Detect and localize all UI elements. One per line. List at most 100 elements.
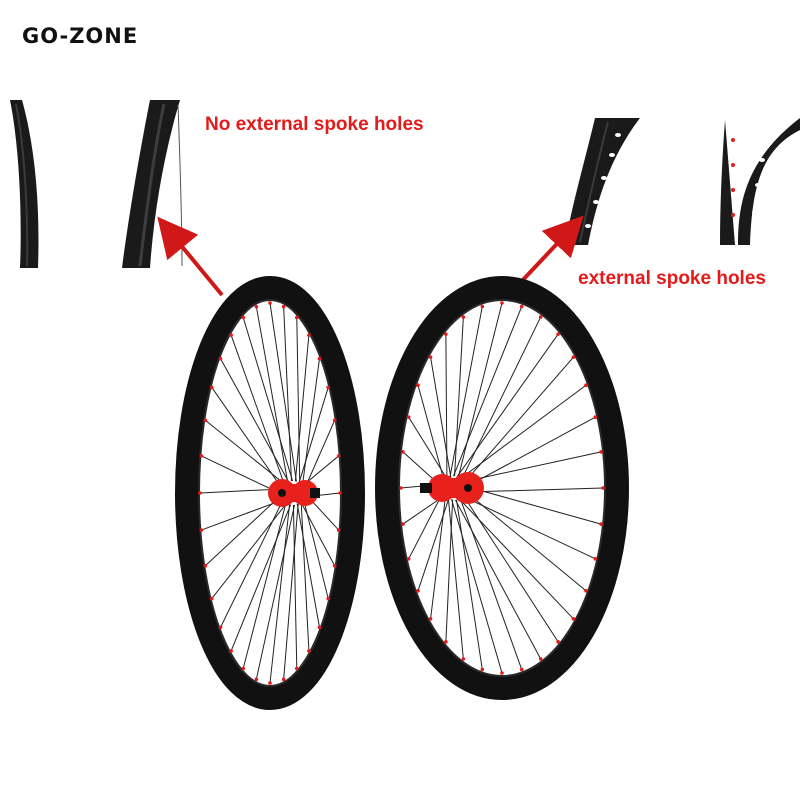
- spoke: [269, 302, 297, 482]
- spoke-nipple: [406, 556, 411, 561]
- spoke: [242, 501, 287, 669]
- spoke-nipple: [336, 528, 341, 532]
- spoke-nipple: [203, 563, 208, 568]
- spoke: [454, 499, 542, 660]
- spoke-nipple: [332, 418, 337, 423]
- spoke: [447, 496, 464, 659]
- spoke-nipple: [317, 356, 322, 361]
- left-wheel-spokes: [199, 302, 341, 684]
- spoke: [445, 499, 454, 642]
- spoke: [462, 494, 559, 643]
- spoke: [417, 497, 450, 591]
- spoke-nipple: [538, 315, 543, 319]
- spoke-nipple: [399, 486, 403, 490]
- spoke-nipple: [538, 657, 543, 661]
- spoke-nipple: [326, 385, 331, 390]
- spoke: [299, 500, 336, 566]
- spoke-nipple: [593, 415, 598, 420]
- spoke: [457, 302, 503, 477]
- spoke: [430, 357, 452, 478]
- spoke-nipple: [268, 301, 272, 305]
- spoke-nipple: [556, 640, 560, 644]
- spoke-nipple: [332, 563, 337, 568]
- spoke-nipple: [401, 522, 405, 526]
- spoke: [453, 306, 523, 477]
- spoke-nipple: [480, 304, 485, 309]
- spoke-nipple: [229, 333, 233, 337]
- spoke: [302, 495, 329, 599]
- spoke: [211, 387, 284, 491]
- spoke: [464, 485, 602, 525]
- spoke-nipple: [519, 667, 524, 672]
- spoke-nipple: [584, 588, 588, 593]
- left-wheel: [175, 276, 365, 710]
- right-wheel: [375, 276, 629, 700]
- right-wheel-nipples: [399, 301, 605, 675]
- spoke-nipple: [326, 596, 331, 601]
- spoke-nipple: [593, 556, 598, 561]
- spoke-nipple: [199, 454, 204, 458]
- spoke-nipple: [599, 450, 603, 454]
- spoke: [301, 358, 320, 489]
- rim-closeup-no-holes-2: [122, 100, 183, 268]
- spoke-nipple: [336, 454, 341, 458]
- spoke-nipple: [229, 649, 233, 653]
- spoke-nipple: [428, 355, 433, 359]
- spoke: [458, 498, 574, 620]
- arrow-no-holes: [157, 216, 224, 297]
- spoke-nipple: [317, 625, 322, 630]
- spoke-nipple: [519, 304, 524, 309]
- spoke: [463, 451, 602, 483]
- spoke: [298, 387, 329, 484]
- spoke-nipple: [556, 332, 560, 336]
- right-wheel-spokes: [400, 302, 604, 674]
- spoke: [451, 499, 503, 674]
- spoke: [454, 317, 464, 477]
- spoke: [449, 306, 483, 478]
- rim-closeup-holes-1: [565, 118, 640, 245]
- spoke: [296, 503, 320, 628]
- spoke-nipple: [198, 491, 202, 495]
- spoke: [456, 333, 559, 477]
- spoke-nipple: [444, 332, 448, 336]
- spoke: [445, 334, 448, 481]
- spoke-nipple: [500, 301, 504, 305]
- spoke-nipple: [209, 596, 214, 601]
- spoke-nipple: [218, 625, 223, 630]
- external-holes-label: external spoke holes: [578, 268, 766, 289]
- spoke: [464, 416, 596, 488]
- spoke-nipple: [444, 640, 448, 644]
- spoke-nipple: [338, 491, 342, 495]
- spoke-nipple: [480, 667, 485, 672]
- spoke-nipple: [218, 356, 223, 361]
- rim-closeup-holes-2: [720, 118, 800, 245]
- spoke-nipple: [401, 450, 405, 454]
- spoke-nipple: [500, 671, 504, 675]
- spoke: [417, 385, 446, 486]
- spoke: [464, 490, 587, 592]
- spoke: [296, 317, 301, 485]
- spoke: [230, 504, 292, 652]
- spoke: [220, 358, 290, 483]
- spoke: [294, 334, 310, 482]
- spoke: [292, 504, 298, 669]
- spoke: [230, 334, 286, 487]
- arrow-holes: [518, 215, 584, 285]
- no-external-holes-label: No external spoke holes: [205, 114, 424, 135]
- spoke: [456, 499, 483, 670]
- spoke-nipple: [203, 418, 208, 423]
- spoke: [205, 419, 286, 486]
- spoke-nipple: [241, 315, 246, 320]
- spoke-nipple: [584, 383, 588, 388]
- spoke-nipple: [571, 617, 576, 621]
- spoke: [242, 317, 294, 482]
- spoke: [461, 316, 542, 480]
- spoke-nipple: [294, 315, 299, 320]
- rim-closeup-no-holes-1: [10, 100, 39, 268]
- spoke-nipple: [571, 355, 576, 359]
- spoke-nipple: [406, 415, 411, 420]
- spoke-nipple: [294, 666, 299, 671]
- spoke-nipple: [461, 315, 466, 319]
- spoke: [204, 493, 284, 567]
